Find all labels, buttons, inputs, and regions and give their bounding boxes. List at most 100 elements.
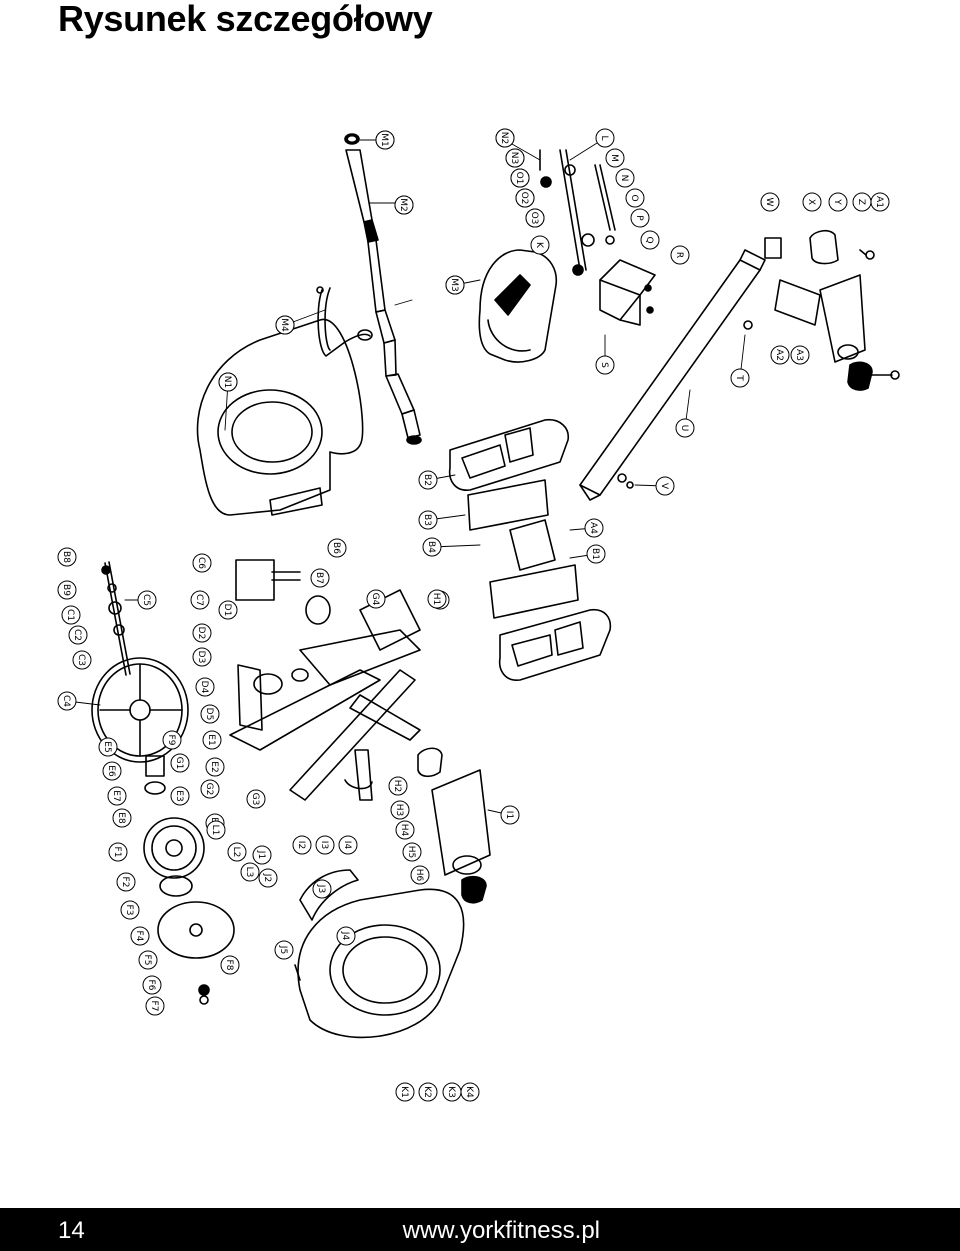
callout-label: F3 (124, 905, 134, 916)
callout-k1: K1 (395, 1082, 415, 1102)
callout-o: O (625, 188, 645, 208)
website-url: www.yorkfitness.pl (402, 1217, 600, 1244)
callout-label: E5 (102, 741, 112, 752)
callout-label: B7 (314, 572, 324, 584)
callout-d1: D1 (218, 600, 238, 620)
callout-label: J3 (316, 884, 326, 893)
callout-layer: ABCDEFGHIJKLMNOPQRSTUVWXYZA1A2A3A4B1B2B3… (57, 128, 890, 1102)
callout-b6: B6 (327, 538, 347, 558)
callout-label: Z (856, 199, 866, 205)
pedal-top-drawing (448, 418, 570, 491)
callout-f8: F8 (220, 955, 240, 975)
callout-e3: E3 (170, 786, 190, 806)
callout-label: O2 (519, 192, 529, 205)
callout-g4: G4 (366, 589, 386, 609)
callout-label: D4 (199, 681, 209, 694)
callout-label: G1 (174, 757, 184, 770)
callout-label: A2 (774, 349, 784, 361)
callout-i1: I1 (500, 805, 520, 825)
callout-g1: G1 (170, 753, 190, 773)
callout-label: C7 (194, 594, 204, 606)
callout-f9: F9 (162, 730, 182, 750)
callout-k2: K2 (418, 1082, 438, 1102)
callout-label: U (679, 425, 689, 432)
callout-label: M4 (279, 318, 289, 332)
callout-c6: C6 (192, 553, 212, 573)
callout-label: J1 (256, 850, 266, 859)
callout-b8: B8 (57, 547, 77, 567)
callout-label: Q (644, 236, 654, 243)
pedal-bottom-drawing (498, 608, 612, 681)
axle-drawing (101, 561, 131, 676)
callout-p: P (630, 208, 650, 228)
callout-label: H2 (392, 780, 402, 793)
console-bracket-drawing (599, 259, 656, 326)
callout-h4: H4 (395, 820, 415, 840)
callout-label: E8 (116, 812, 126, 824)
callout-h2: H2 (388, 776, 408, 796)
callout-e5: E5 (98, 737, 118, 757)
callout-n2: N2 (495, 128, 515, 148)
callout-b1: B1 (586, 544, 606, 564)
callout-label: G4 (370, 593, 380, 606)
callout-label: F8 (224, 960, 234, 971)
callout-label: F7 (149, 1001, 159, 1012)
callout-label: B4 (426, 541, 436, 553)
callout-label: C4 (61, 695, 71, 707)
callout-label: V (659, 483, 669, 490)
callout-a4: A4 (584, 518, 604, 538)
callout-label: K2 (422, 1086, 432, 1098)
callout-label: E6 (106, 765, 116, 777)
callout-r: R (670, 245, 690, 265)
callout-label: O (629, 194, 639, 201)
callout-b2: B2 (418, 470, 438, 490)
exploded-parts-diagram: ABCDEFGHIJKLMNOPQRSTUVWXYZA1A2A3A4B1B2B3… (0, 110, 960, 1110)
callout-m4: M4 (275, 315, 295, 335)
front-shroud-drawing (196, 318, 364, 516)
callout-d3: D3 (192, 647, 212, 667)
callout-label: C3 (76, 654, 86, 666)
callout-label: M3 (449, 278, 459, 292)
callout-label: B3 (422, 514, 432, 526)
callout-label: J5 (278, 945, 288, 954)
page-number: 14 (58, 1217, 85, 1244)
callout-n1: N1 (218, 372, 238, 392)
callout-b9: B9 (57, 580, 77, 600)
callout-label: E1 (206, 734, 216, 745)
callout-label: H4 (399, 824, 409, 837)
pulse-cable-drawing (316, 286, 373, 357)
callout-q: Q (640, 230, 660, 250)
callout-label: E7 (111, 790, 121, 801)
callout-e8: E8 (112, 808, 132, 828)
callout-label: B2 (422, 474, 432, 486)
rear-stabilizer-drawing (617, 229, 900, 489)
callout-v: V (655, 476, 675, 496)
callout-label: F5 (142, 955, 152, 966)
callout-f2: F2 (116, 872, 136, 892)
callout-b7: B7 (310, 568, 330, 588)
callout-f7: F7 (145, 996, 165, 1016)
callout-label: T (734, 374, 744, 381)
callout-k3: K3 (442, 1082, 462, 1102)
callout-label: K1 (399, 1086, 409, 1098)
diagram-canvas: ABCDEFGHIJKLMNOPQRSTUVWXYZA1A2A3A4B1B2B3… (57, 128, 900, 1102)
callout-l2: L2 (227, 842, 247, 862)
callout-h5: H5 (402, 842, 422, 862)
callout-label: M1 (379, 133, 389, 147)
callout-a1: A1 (870, 192, 890, 212)
callout-a2: A2 (770, 345, 790, 365)
page-title: Rysunek szczegółowy (58, 0, 433, 39)
callout-b4: B4 (422, 537, 442, 557)
callout-label: F9 (166, 735, 176, 746)
callout-label: K4 (464, 1086, 474, 1098)
callout-label: I2 (296, 841, 306, 849)
callout-label: D2 (196, 627, 206, 640)
callout-label: W (764, 198, 774, 207)
callout-label: N1 (222, 376, 232, 388)
callout-d2: D2 (192, 623, 212, 643)
callout-label: E2 (209, 761, 219, 772)
rear-shroud-drawing (294, 888, 465, 1039)
callout-label: M2 (398, 198, 408, 212)
callout-e2: E2 (205, 757, 225, 777)
callout-o3: O3 (525, 208, 545, 228)
